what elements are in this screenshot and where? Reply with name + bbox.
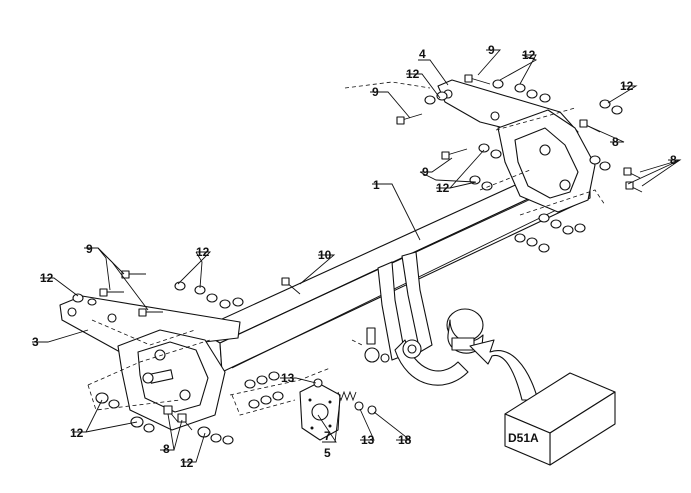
label-part-8-left: 8	[163, 442, 170, 456]
label-part-9-right-a: 9	[372, 85, 379, 99]
label-part-18: 18	[398, 433, 412, 447]
right-lower-fasteners	[514, 119, 643, 253]
label-part-7: 7	[324, 429, 331, 443]
washer-13a-shape	[313, 378, 323, 388]
label-part-8-right: 8	[670, 153, 677, 167]
label-part-5: 5	[324, 446, 331, 460]
label-part-9-right-b: 9	[488, 43, 495, 57]
spring	[337, 390, 357, 402]
socket-plate	[299, 382, 341, 441]
left-upper-fasteners	[72, 270, 244, 317]
right-side-bracket	[437, 79, 596, 213]
label-part-3: 3	[32, 335, 39, 349]
tow-ball-neck	[364, 251, 484, 386]
model-code-label: D51A	[508, 431, 539, 445]
label-part-13-top: 13	[281, 371, 295, 385]
label-part-12-right-d: 12	[436, 181, 450, 195]
label-part-12-left: 12	[40, 271, 54, 285]
label-part-10: 10	[318, 248, 332, 262]
label-part-12-right-c: 12	[620, 79, 634, 93]
label-part-12-left-bottom: 12	[70, 426, 84, 440]
label-part-12-bottom: 12	[180, 456, 194, 470]
left-side-bracket	[59, 295, 241, 431]
label-part-4: 4	[419, 47, 426, 61]
label-part-12-right-a: 12	[406, 67, 420, 81]
label-part-9-right-c: 9	[422, 165, 429, 179]
bolt-10-shape	[281, 277, 301, 295]
label-part-12-right-b: 12	[522, 48, 536, 62]
washer-13b-shape	[354, 401, 364, 411]
model-box	[504, 372, 616, 466]
direction-arrow	[469, 339, 539, 401]
assembly-dashed-lines	[87, 81, 606, 416]
label-part-9-left: 9	[86, 242, 93, 256]
right-upper-fasteners	[396, 74, 623, 191]
label-part-8-right-top: 8	[612, 135, 619, 149]
middle-lower-fasteners	[244, 371, 284, 409]
label-part-12-left-top: 12	[196, 245, 210, 259]
leader-lines	[32, 49, 682, 463]
label-part-1: 1	[373, 178, 380, 192]
label-part-13-bottom: 13	[361, 433, 375, 447]
